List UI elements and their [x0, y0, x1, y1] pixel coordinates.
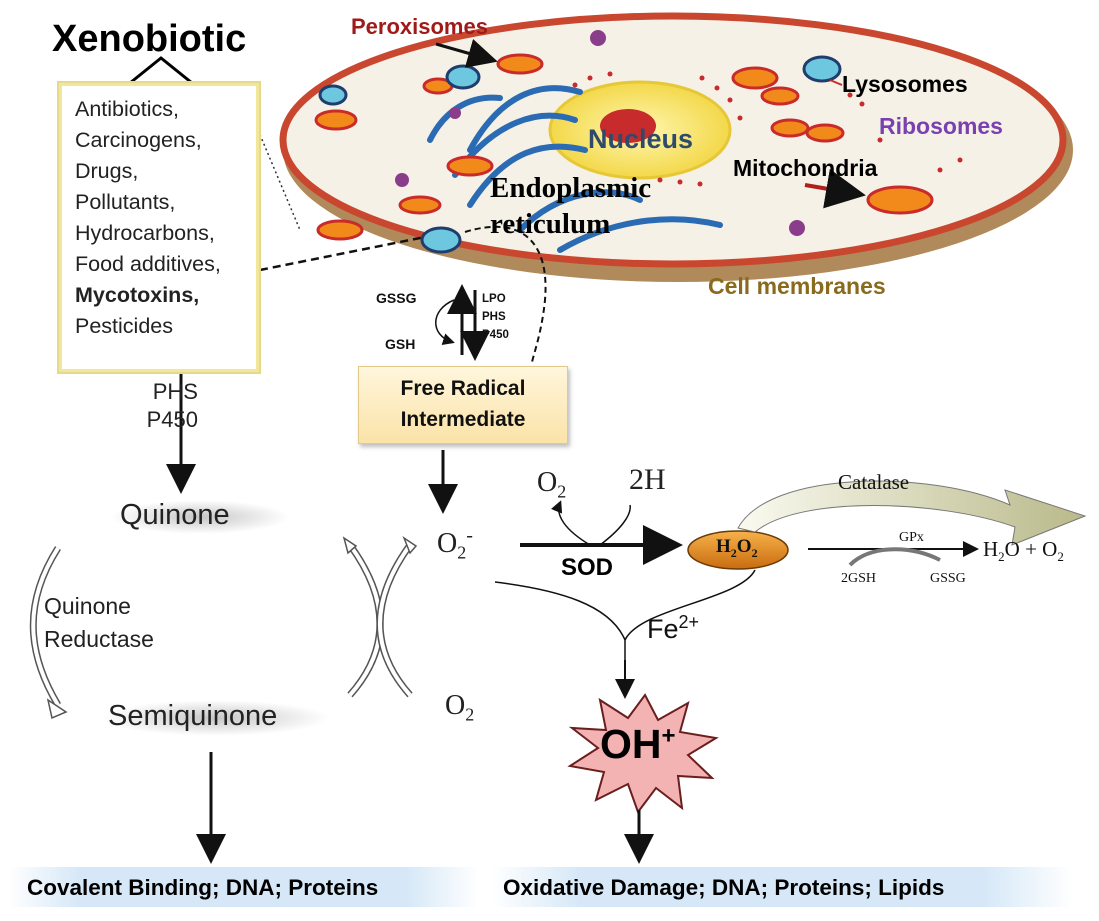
xeno-item-carcinogens: Carcinogens,: [75, 128, 202, 152]
semiquinone-shadow: [100, 700, 330, 736]
xenobiotic-list-box: Antibiotics, Carcinogens, Drugs, Polluta…: [57, 81, 261, 374]
xeno-item-antibiotics: Antibiotics,: [75, 97, 179, 121]
er-label: Endoplasmic reticulum: [490, 172, 652, 240]
vesicle-shapes: [395, 30, 805, 236]
free-radical-box: Free Radical Intermediate: [358, 366, 568, 444]
h2o2-h: H: [716, 536, 731, 557]
o2-top-sub: 2: [557, 481, 567, 502]
2h-label: 2H: [629, 463, 666, 496]
h2o2-sub2: 2: [751, 545, 758, 560]
xeno-item-food-additives: Food additives,: [75, 252, 221, 276]
zoom-line-dashed: [259, 235, 426, 272]
superoxide-label: O2-: [437, 524, 473, 563]
outcome-right: Oxidative Damage; DNA; Proteins; Lipids: [503, 875, 945, 900]
fe-sup: 2+: [678, 612, 700, 632]
xeno-item-pesticides: Pesticides: [75, 314, 173, 338]
o2-top-label: O2: [537, 467, 567, 502]
ribosomes-label: Ribosomes: [879, 113, 1003, 139]
cell-illustration: [279, 12, 1073, 282]
peroxisome-pointer: [435, 38, 498, 68]
lysosome-pointer: [829, 79, 843, 86]
water-o: O + O: [1004, 537, 1058, 561]
superoxide-sup: -: [466, 524, 473, 547]
reductase-line2: Reductase: [44, 626, 154, 652]
h2o2-label: H2O2: [716, 536, 758, 560]
o2-right-text: O: [445, 690, 466, 721]
enzyme-phs: PHS: [482, 311, 506, 323]
superoxide-text: O: [437, 528, 458, 559]
h2o2-node: [687, 530, 789, 570]
fe-converge-line-1: [494, 581, 626, 690]
gssg-product-label: GSSG: [930, 571, 966, 586]
lysosome-shapes: [318, 55, 842, 254]
h2o2-o: O: [736, 536, 752, 557]
xeno-item-drugs: Drugs,: [75, 159, 139, 183]
quinone-reductase-label: Quinone Reductase: [44, 590, 194, 656]
nucleus-label: Nucleus: [588, 124, 694, 154]
o2-right-sub: 2: [465, 704, 475, 725]
cell-membranes-label: Cell membranes: [708, 273, 886, 299]
er-enzymes: LPO PHS P450: [482, 290, 542, 344]
quinone-shadow: [110, 500, 290, 534]
hydroxyl-text: OH: [600, 721, 662, 767]
outcome-band-right: [492, 867, 1072, 907]
xeno-item-mycotoxins: Mycotoxins,: [75, 280, 256, 311]
reductase-line1: Quinone: [44, 593, 131, 619]
superoxide-sub: 2: [457, 542, 467, 563]
xeno-item-hydrocarbons: Hydrocarbons,: [75, 221, 215, 245]
catalase-arrow: [737, 480, 1087, 546]
o2-release-arrow: [551, 500, 591, 546]
outcome-band-left: [8, 867, 478, 907]
2gsh-label: 2GSH: [841, 571, 877, 586]
mycotoxins-label: Mycotoxins: [75, 283, 194, 307]
gssg-label: GSSG: [376, 290, 417, 306]
catalase-label: Catalase: [838, 470, 910, 494]
free-radical-line2: Intermediate: [400, 408, 526, 431]
ribosome-dots: [572, 71, 963, 187]
quinone-label: Quinone: [120, 499, 230, 531]
2h-input-arrow: [599, 504, 631, 546]
enzyme-lpo: LPO: [482, 293, 506, 305]
gsh-gssg-arc: [848, 547, 941, 567]
o2-right-label: O2: [445, 690, 475, 725]
gsh-label: GSH: [385, 336, 416, 352]
h2o2-sub1: 2: [730, 545, 737, 560]
mitochondria-shapes: [314, 53, 934, 241]
phs-text: PHS: [152, 379, 198, 404]
er-to-radical-dashed: [464, 225, 547, 363]
fe-text: Fe: [647, 614, 679, 644]
fe-converge-line-2: [624, 569, 756, 641]
sod-label: SOD: [561, 554, 614, 581]
mitochondria-label: Mitochondria: [733, 155, 878, 181]
free-radical-line1: Free Radical: [400, 377, 526, 400]
water-oxygen-label: H2O + O2: [983, 537, 1064, 565]
hydroxyl-sup: +: [661, 722, 676, 750]
o2-top-text: O: [537, 467, 558, 498]
water-sub: 2: [998, 549, 1005, 565]
gpx-label: GPx: [899, 530, 924, 545]
outcome-left: Covalent Binding; DNA; Proteins: [27, 875, 379, 900]
xeno-item-pollutants: Pollutants,: [75, 190, 176, 214]
xenobiotic-triangle-icon: [125, 56, 197, 85]
p450-text: P450: [146, 407, 198, 432]
gsh-cycle-arrow: [435, 299, 455, 345]
xenobiotic-title: Xenobiotic: [52, 18, 247, 60]
nucleolus-shape: [600, 109, 656, 143]
lysosomes-label: Lysosomes: [842, 71, 968, 97]
semiquinone-label: Semiquinone: [108, 700, 278, 732]
mycotoxins-comma: ,: [193, 283, 200, 307]
er-shape: [427, 85, 723, 253]
zoom-line-dotted: [257, 129, 301, 231]
mitochondria-pointer: [804, 168, 866, 209]
hydroxyl-label: OH+: [600, 721, 676, 768]
water-h: H: [983, 537, 999, 561]
oxygen-sub: 2: [1057, 549, 1064, 565]
fe-label: Fe2+: [647, 612, 700, 645]
peroxisomes-label: Peroxisomes: [351, 14, 488, 39]
phs-p450-label: PHS P450: [108, 378, 198, 434]
enzyme-p450: P450: [482, 329, 509, 341]
